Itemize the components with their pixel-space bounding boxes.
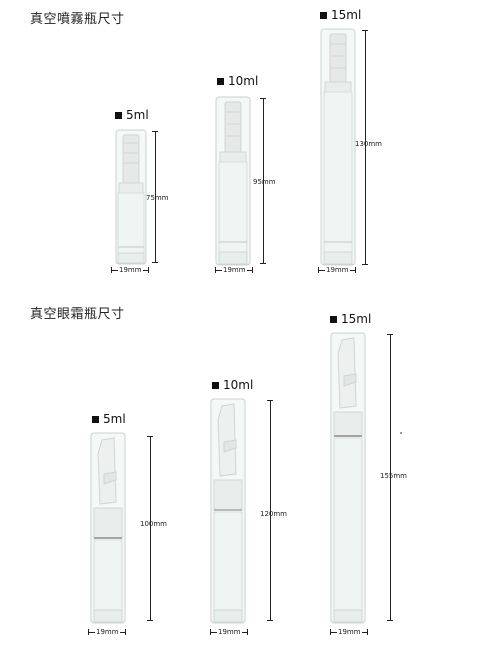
square-bullet-icon xyxy=(115,111,122,119)
cream-5ml-bottle-image xyxy=(90,432,126,624)
spray-15ml-width-label: 19mm xyxy=(325,266,350,274)
spray-5ml-bottle-image xyxy=(115,129,147,265)
spray-10ml-height-line xyxy=(263,98,264,263)
spray-section-title: 真空噴霧瓶尺寸 xyxy=(30,12,125,27)
capacity-text: 10ml xyxy=(228,74,259,88)
dimension-tick xyxy=(210,629,211,635)
dimension-tick xyxy=(252,267,253,273)
cream-10ml-height-line xyxy=(270,400,271,620)
spray-10ml-width-label: 19mm xyxy=(222,266,247,274)
spray-15ml-capacity-label: 15ml xyxy=(320,8,361,22)
cream-5ml-capacity-label: 5ml xyxy=(92,412,126,426)
cream-15ml-bottle-image xyxy=(330,332,366,624)
cream-15ml-height-label: 155mm xyxy=(380,472,407,480)
dimension-tick xyxy=(152,262,158,263)
square-bullet-icon xyxy=(212,381,219,389)
dimension-tick xyxy=(147,620,153,621)
dimension-tick xyxy=(125,629,126,635)
cream-15ml-width-label: 19mm xyxy=(337,628,362,636)
dimension-tick xyxy=(362,264,368,265)
dimension-tick xyxy=(111,267,112,273)
cream-5ml-width-label: 19mm xyxy=(95,628,120,636)
spray-10ml-capacity-label: 10ml xyxy=(217,74,258,88)
dimension-tick xyxy=(387,334,393,335)
capacity-text: 10ml xyxy=(223,378,254,392)
dimension-tick xyxy=(267,400,273,401)
spray-5ml-width-label: 19mm xyxy=(118,266,143,274)
spray-10ml-bottle-image xyxy=(215,96,251,266)
square-bullet-icon xyxy=(217,77,224,85)
cream-10ml-height-label: 120mm xyxy=(260,510,287,518)
dimension-tick xyxy=(88,629,89,635)
cream-5ml-height-line xyxy=(150,436,151,620)
dimension-tick xyxy=(318,267,319,273)
stray-dot xyxy=(400,432,402,434)
cream-15ml-capacity-label: 15ml xyxy=(330,312,371,326)
dimension-tick xyxy=(152,131,158,132)
dimension-tick xyxy=(267,620,273,621)
square-bullet-icon xyxy=(92,415,99,423)
dimension-tick xyxy=(355,267,356,273)
spray-15ml-height-line xyxy=(365,30,366,264)
cream-section-title: 真空眼霜瓶尺寸 xyxy=(30,307,125,322)
cream-10ml-width-label: 19mm xyxy=(217,628,242,636)
dimension-tick xyxy=(148,267,149,273)
spray-15ml-bottle-image xyxy=(320,28,356,266)
spray-5ml-height-label: 75mm xyxy=(146,194,169,202)
dimension-tick xyxy=(247,629,248,635)
dimension-tick xyxy=(215,267,216,273)
square-bullet-icon xyxy=(330,315,337,323)
dimension-tick xyxy=(330,629,331,635)
capacity-text: 5ml xyxy=(126,108,149,122)
spray-10ml-height-label: 95mm xyxy=(253,178,276,186)
capacity-text: 5ml xyxy=(103,412,126,426)
cream-10ml-capacity-label: 10ml xyxy=(212,378,253,392)
dimension-tick xyxy=(260,98,266,99)
dimension-tick xyxy=(147,436,153,437)
capacity-text: 15ml xyxy=(331,8,362,22)
dimension-tick xyxy=(387,620,393,621)
cream-15ml-height-line xyxy=(390,334,391,620)
spray-5ml-height-line xyxy=(155,131,156,262)
cream-5ml-height-label: 100mm xyxy=(140,520,167,528)
spray-5ml-capacity-label: 5ml xyxy=(115,108,149,122)
dimension-tick xyxy=(260,263,266,264)
dimension-tick xyxy=(367,629,368,635)
dimension-tick xyxy=(362,30,368,31)
square-bullet-icon xyxy=(320,11,327,19)
cream-10ml-bottle-image xyxy=(210,398,246,624)
capacity-text: 15ml xyxy=(341,312,372,326)
spray-15ml-height-label: 130mm xyxy=(355,140,382,148)
